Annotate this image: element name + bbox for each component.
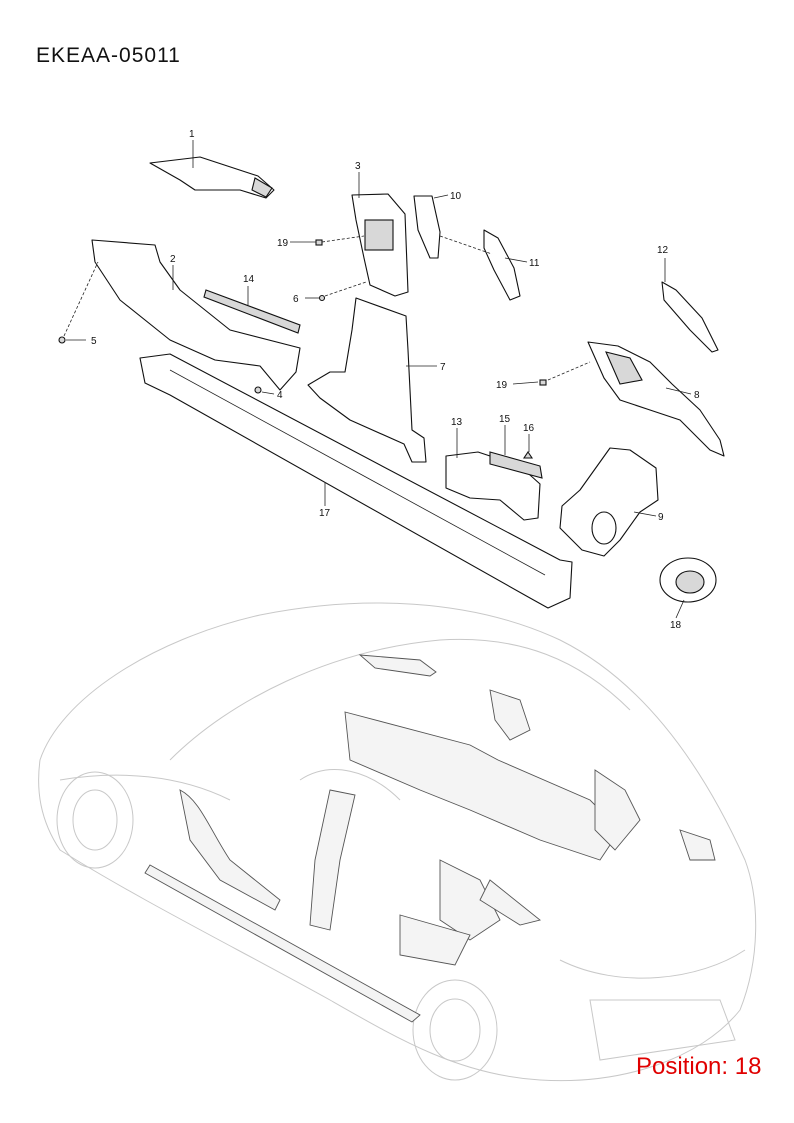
- part-9-speaker-opening: [591, 511, 617, 545]
- part-16-clip[interactable]: [522, 451, 534, 459]
- part-17-sill-rail[interactable]: [139, 353, 573, 609]
- callout-11[interactable]: 11: [529, 258, 540, 269]
- callout-4[interactable]: 4: [277, 390, 283, 401]
- part-9-wheelhouse-trim[interactable]: [559, 447, 659, 557]
- callout-14[interactable]: 14: [243, 274, 255, 285]
- part-5-clip[interactable]: [58, 336, 66, 344]
- callout-9[interactable]: 9: [658, 512, 664, 523]
- part-3-vent-opening: [364, 219, 394, 251]
- callout-19-lower[interactable]: 19: [496, 380, 508, 391]
- part-2-front-sill-trim[interactable]: [91, 239, 301, 391]
- part-18-speaker-center: [675, 570, 705, 594]
- callout-12[interactable]: 12: [657, 245, 669, 256]
- callout-labels: 1 2 3 4 5 6 7 8 9 10 11 12 13 14 15 16 1…: [91, 129, 700, 631]
- position-indicator: Position: 18: [636, 1053, 762, 1080]
- callout-3[interactable]: 3: [355, 161, 361, 172]
- callout-19-upper[interactable]: 19: [277, 238, 289, 249]
- callout-1[interactable]: 1: [189, 129, 195, 140]
- callout-6[interactable]: 6: [293, 294, 299, 305]
- callout-5[interactable]: 5: [91, 336, 97, 347]
- part-12-c-pillar-trim[interactable]: [661, 281, 719, 353]
- callout-10[interactable]: 10: [450, 191, 462, 202]
- callout-2[interactable]: 2: [170, 254, 176, 265]
- callout-16[interactable]: 16: [523, 423, 535, 434]
- part-4-clip[interactable]: [254, 386, 262, 394]
- part-8-vent: [605, 351, 643, 385]
- part-11-pillar-cover[interactable]: [483, 229, 521, 301]
- part-8-quarter-trim[interactable]: [587, 341, 725, 457]
- part-7-b-pillar-lower[interactable]: [307, 297, 427, 463]
- diagram-code: EKEAA-05011: [36, 44, 181, 67]
- vehicle-outline: [38, 602, 757, 1082]
- part-15-rear-scuff-plate[interactable]: [489, 451, 543, 479]
- callout-18[interactable]: 18: [670, 620, 682, 631]
- callout-17[interactable]: 17: [319, 508, 331, 519]
- part-10-strip[interactable]: [413, 195, 441, 259]
- leader-lines: [63, 140, 692, 619]
- part-19-clip-lower[interactable]: [539, 379, 547, 386]
- part-1-clip-end: [251, 177, 273, 198]
- callout-7[interactable]: 7: [440, 362, 446, 373]
- part-19-clip-upper[interactable]: [315, 239, 323, 246]
- part-14-scuff-plate[interactable]: [203, 289, 301, 334]
- part-6-clip[interactable]: [318, 294, 326, 302]
- part-1-a-pillar-trim[interactable]: [149, 156, 275, 199]
- callout-8[interactable]: 8: [694, 390, 700, 401]
- installed-parts-preview: [144, 654, 716, 1023]
- callout-15[interactable]: 15: [499, 414, 511, 425]
- callout-13[interactable]: 13: [451, 417, 463, 428]
